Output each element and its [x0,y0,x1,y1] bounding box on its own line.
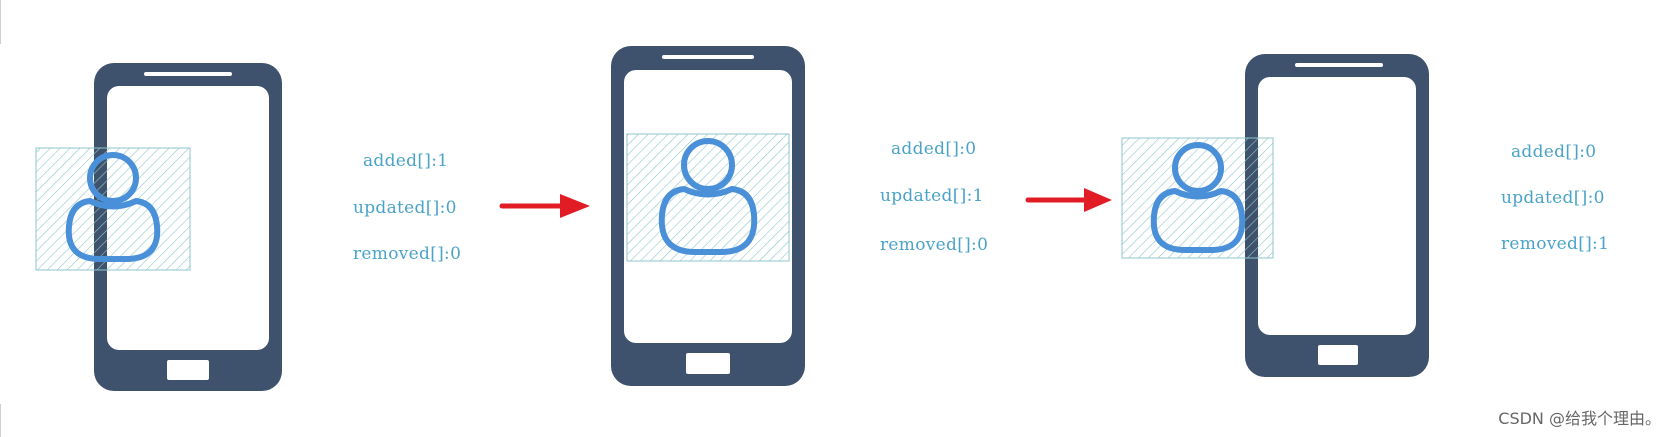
user-icon-head-3 [1172,142,1224,194]
person-card-3 [1121,137,1274,259]
stage-3-removed: removed[]:1 [1501,234,1610,254]
stage-1-updated: updated[]:0 [353,198,457,218]
user-icon-body-1 [65,198,161,262]
stage-2-removed: removed[]:0 [880,235,989,255]
edge-mark-top [0,0,1,44]
user-icon-head-1 [87,152,139,204]
watermark: CSDN @给我个理由。 [1498,409,1661,428]
edge-mark-bottom [0,404,1,437]
user-icon-body-3 [1150,188,1246,253]
arrow-1 [499,194,590,218]
stage-2-updated: updated[]:1 [880,186,984,206]
person-card-2 [626,133,790,262]
stage-2-added: added[]:0 [891,139,977,159]
user-icon-body-2 [658,186,758,255]
stage-3-added: added[]:0 [1511,142,1597,162]
user-icon-head-2 [681,138,735,192]
stage-1-added: added[]:1 [363,151,449,171]
person-card-1 [35,147,191,271]
arrow-2 [1025,188,1112,212]
phone-3 [1245,54,1429,377]
stage-1-removed: removed[]:0 [353,244,462,264]
stage-3-updated: updated[]:0 [1501,188,1605,208]
